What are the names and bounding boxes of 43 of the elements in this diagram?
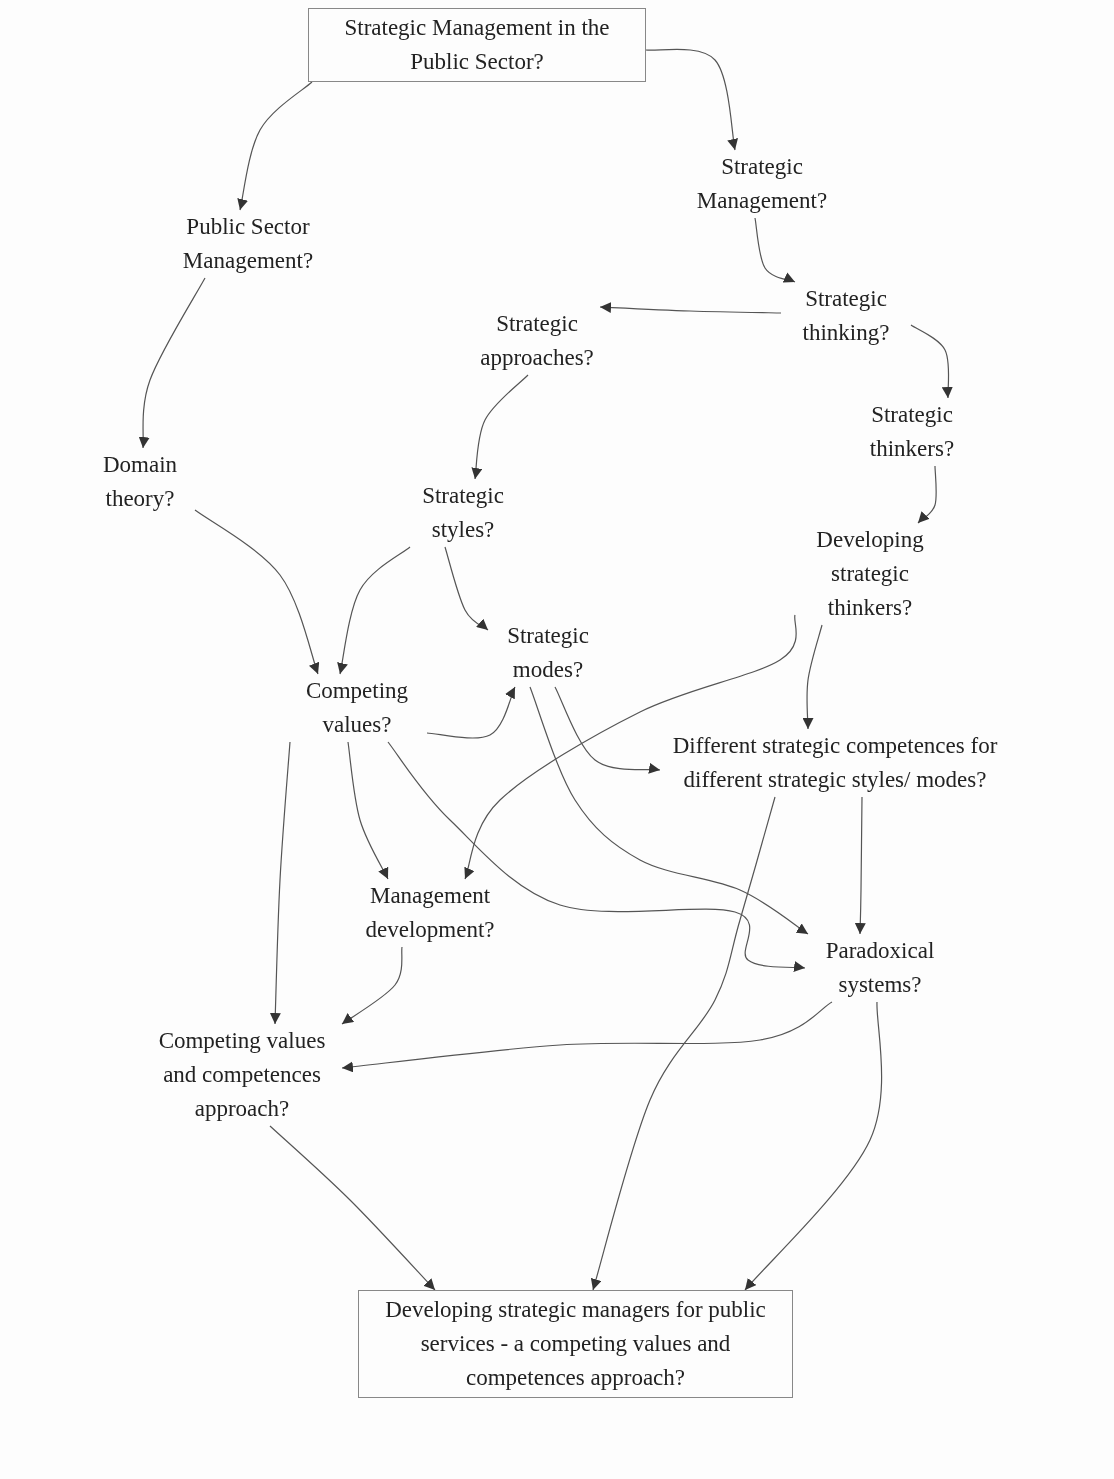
topic-box bbox=[358, 1290, 793, 1398]
arrow bbox=[802, 624, 823, 730]
arrow bbox=[554, 686, 661, 775]
arrow bbox=[444, 546, 489, 631]
question-text: Domain theory? bbox=[101, 451, 179, 513]
question-text: Strategic Management? bbox=[695, 153, 829, 215]
arrow bbox=[269, 741, 291, 1025]
box-text: Developing strategic managers for public services - a competing values and competences approach? bbox=[384, 1296, 767, 1392]
question-text: Competing values and competences approach? bbox=[157, 1027, 327, 1123]
question-text: Paradoxical systems? bbox=[824, 937, 936, 999]
arrow bbox=[138, 277, 206, 449]
question-text: Strategic approaches? bbox=[479, 310, 595, 372]
arrow bbox=[471, 374, 529, 480]
topic-box bbox=[308, 8, 646, 82]
arrow bbox=[341, 1001, 833, 1073]
question-text: Strategic styles? bbox=[421, 482, 505, 544]
arrow bbox=[599, 302, 782, 314]
question-text: Strategic thinkers? bbox=[868, 401, 956, 463]
question-text: Strategic modes? bbox=[506, 622, 590, 684]
question-text: Competing values? bbox=[304, 677, 410, 739]
arrow bbox=[463, 614, 797, 880]
arrow bbox=[269, 1125, 436, 1291]
arrow bbox=[194, 509, 320, 675]
question-text: Strategic thinking? bbox=[801, 285, 891, 347]
question-text: Different strategic competences for different strategic styles/ modes? bbox=[671, 732, 999, 794]
arrow bbox=[426, 686, 516, 739]
arrow bbox=[336, 546, 411, 675]
arrow bbox=[744, 1001, 883, 1291]
arrow bbox=[854, 796, 866, 935]
arrow bbox=[347, 741, 389, 880]
arrow bbox=[387, 741, 806, 973]
arrow bbox=[754, 217, 796, 284]
question-text: Management development? bbox=[364, 882, 496, 944]
arrow bbox=[590, 796, 776, 1291]
question-text: Developing strategic thinkers? bbox=[815, 526, 925, 622]
question-text: Public Sector Management? bbox=[181, 213, 315, 275]
arrow bbox=[645, 48, 739, 151]
arrow bbox=[341, 946, 403, 1025]
arrow bbox=[529, 686, 809, 935]
box-text: Strategic Management in the Public Sector? bbox=[343, 14, 611, 76]
arrow bbox=[910, 324, 954, 399]
arrow bbox=[236, 81, 313, 211]
arrow bbox=[917, 465, 937, 524]
